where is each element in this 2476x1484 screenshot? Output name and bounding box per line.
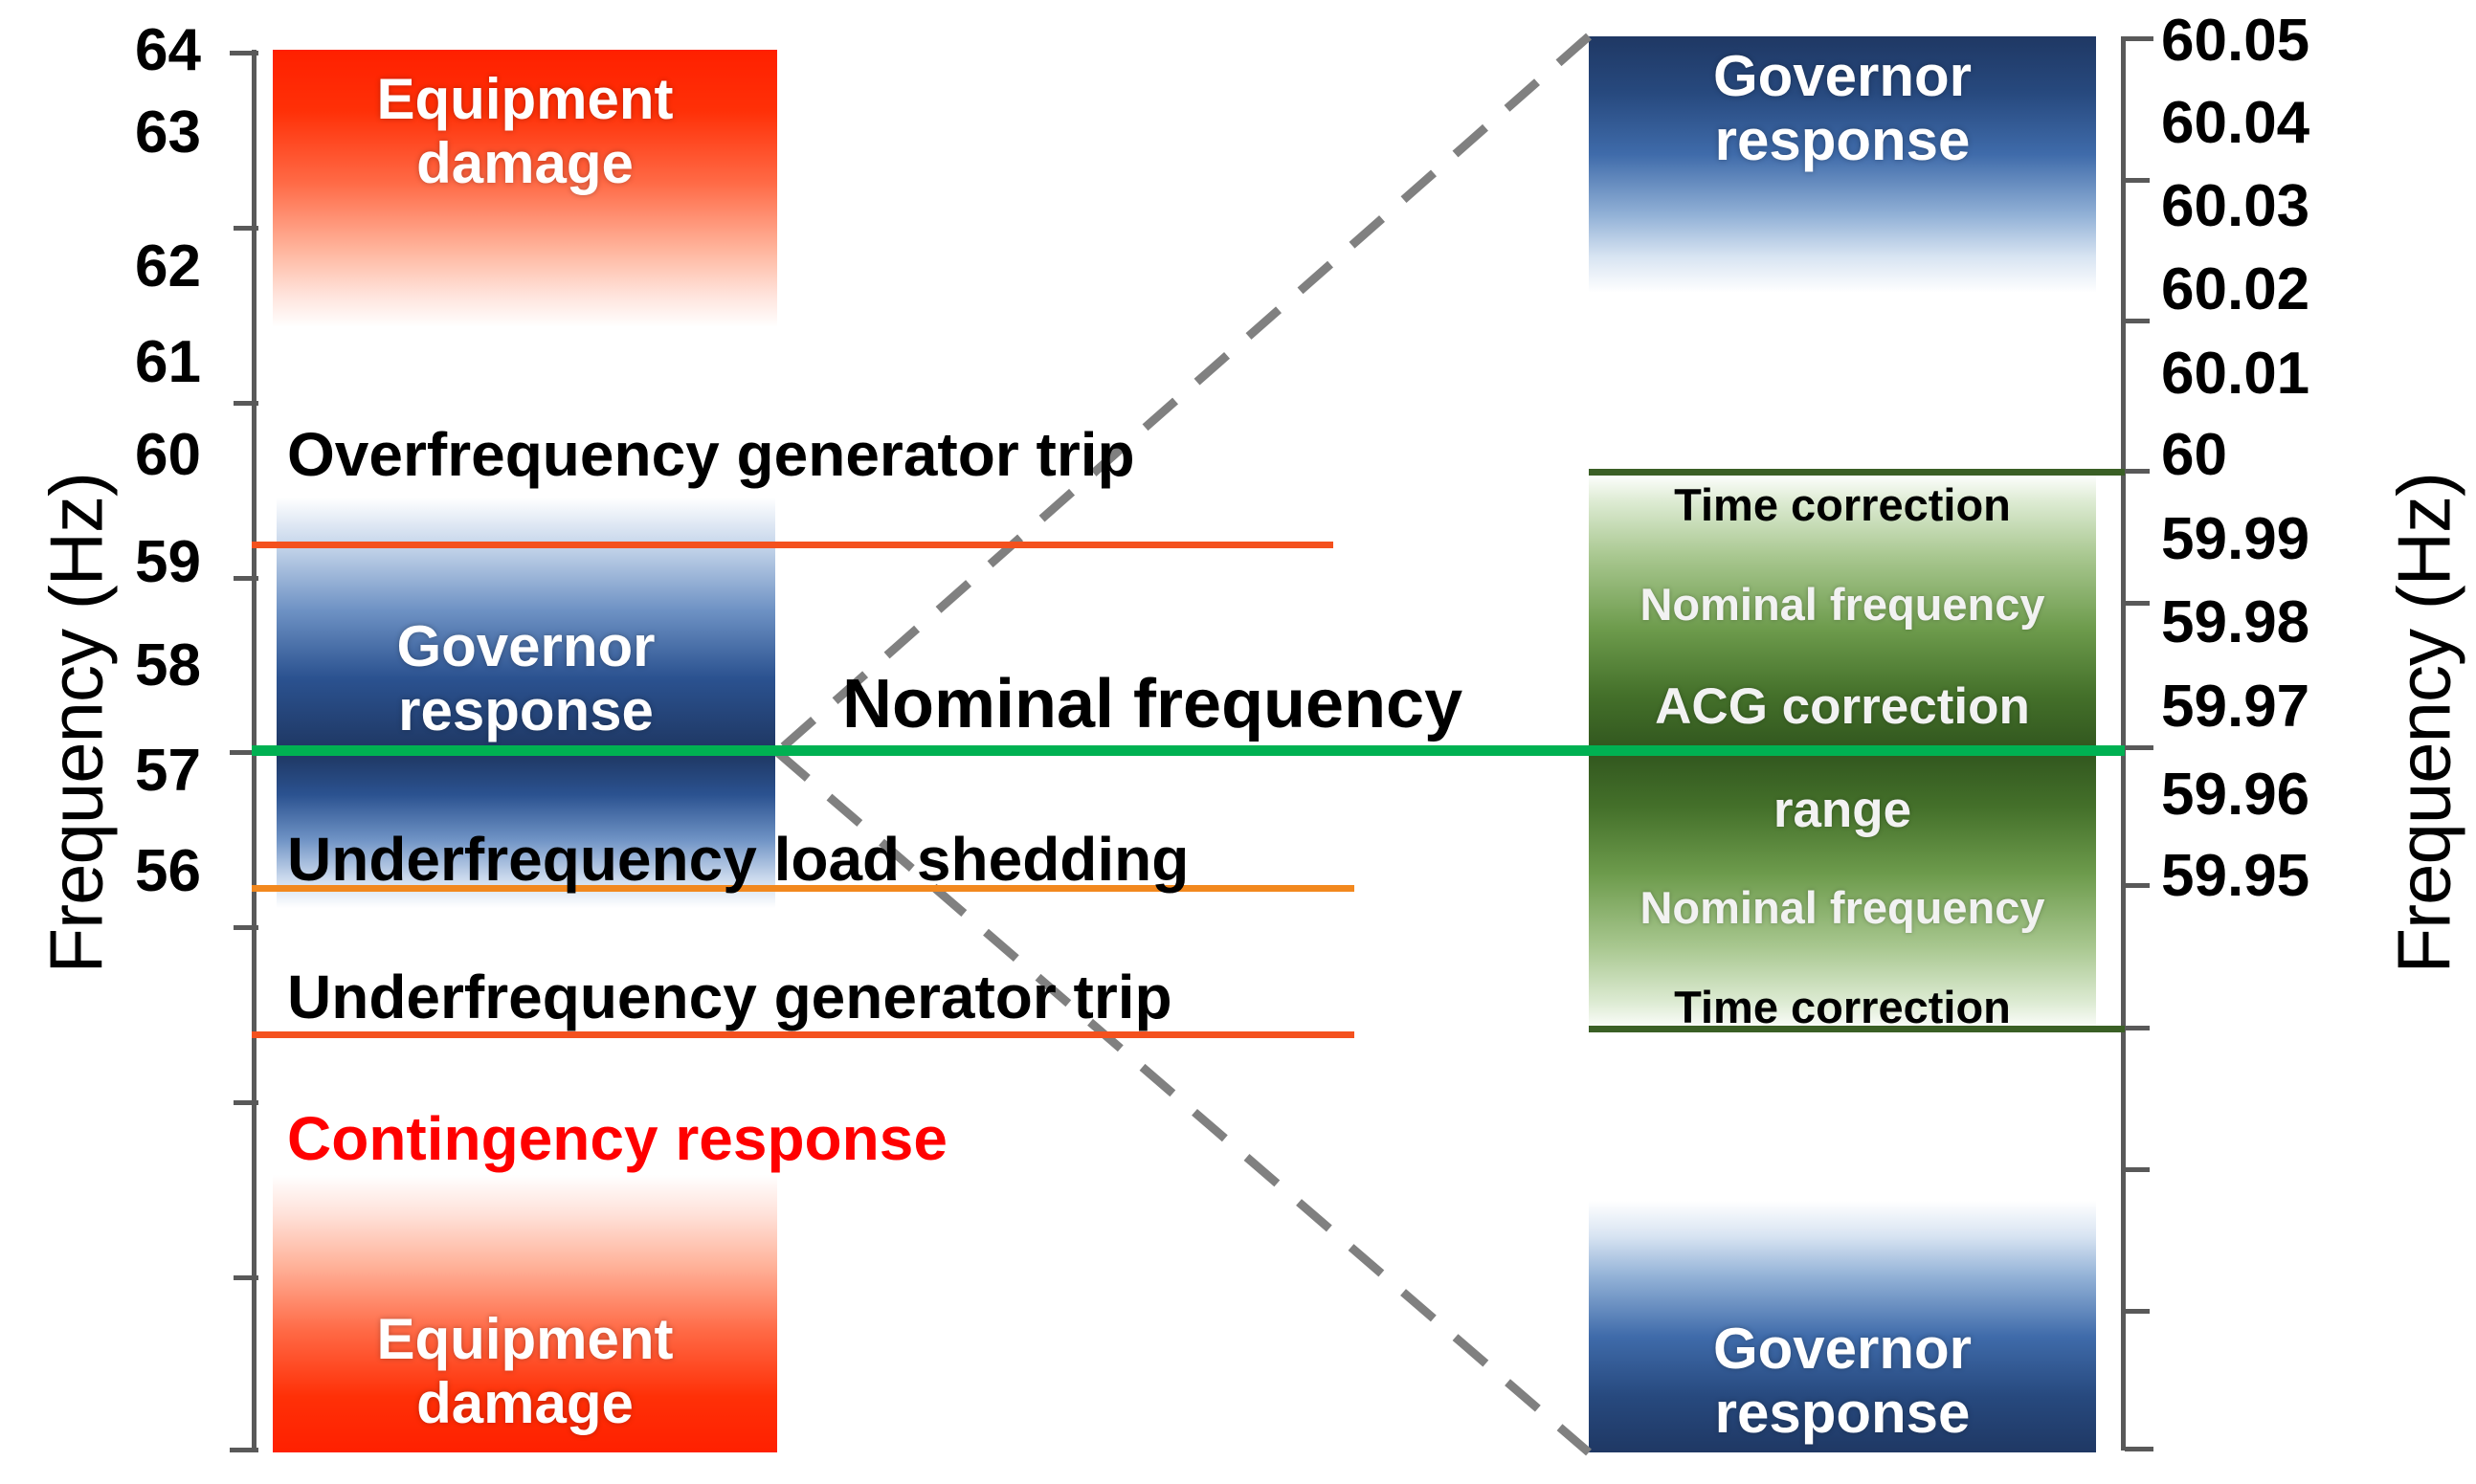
band-equipment-damage-low: Equipment damage <box>273 1175 777 1452</box>
green-row-acg-correction: ACG correction <box>1655 678 2030 735</box>
right-tick-59-96 <box>2125 1309 2150 1314</box>
connector-line-top <box>774 33 1592 756</box>
green-row-nominal-frequency-bottom: Nominal frequency <box>1640 882 2045 933</box>
line-time-correction-upper <box>1589 469 2125 476</box>
line-time-correction-lower <box>1589 1026 2125 1032</box>
left-tick-label-64: 64 <box>135 17 201 83</box>
right-axis-spine <box>2121 36 2126 1451</box>
right-tick-label-59-97: 59.97 <box>2161 674 2310 740</box>
green-row-range: range <box>1773 782 1912 838</box>
band-governor-response-low-zoom: Governor response <box>1589 1201 2096 1452</box>
label-contingency-response: Contingency response <box>287 1104 948 1173</box>
left-tick-label-61: 61 <box>135 329 201 395</box>
right-axis-title: Frequency (Hz) <box>2381 473 2466 974</box>
left-tick-62 <box>234 401 258 406</box>
left-tick-label-63: 63 <box>135 100 201 166</box>
band-label-line1: Equipment <box>376 67 674 131</box>
left-tick-61 <box>234 576 258 581</box>
band-label-line1: Equipment <box>376 1306 674 1371</box>
line-nominal-frequency <box>252 745 2125 756</box>
left-tick-63 <box>234 226 258 231</box>
left-tick-57 <box>234 1275 258 1280</box>
line-overfrequency-generator-trip <box>252 542 1333 548</box>
right-tick-label-59-95: 59.95 <box>2161 843 2310 909</box>
left-tick-64 <box>230 51 258 55</box>
band-governor-response-high-zoom: Governor response <box>1589 36 2096 293</box>
right-tick-label-59-96: 59.96 <box>2161 762 2310 828</box>
left-tick-label-62: 62 <box>135 233 201 299</box>
right-tick-label-59-98: 59.98 <box>2161 589 2310 655</box>
right-tick-60-03 <box>2125 319 2150 323</box>
right-tick-59-99 <box>2125 883 2150 888</box>
green-row-time-correction-top: Time correction <box>1674 479 2011 530</box>
band-time-correction-lower <box>1589 751 2096 1030</box>
right-tick-label-60-03: 60.03 <box>2161 173 2310 239</box>
band-label-line2: damage <box>416 1370 634 1435</box>
band-label-line1: Governor <box>1712 44 1973 108</box>
band-label-line2: response <box>1714 1380 1971 1445</box>
right-tick-label-60-02: 60.02 <box>2161 256 2310 322</box>
left-tick-label-60: 60 <box>135 422 201 488</box>
left-tick-label-56: 56 <box>135 838 201 904</box>
band-label-line2: damage <box>416 131 634 196</box>
right-tick-60-05 <box>2125 36 2153 41</box>
green-row-nominal-frequency-top: Nominal frequency <box>1640 579 2045 630</box>
label-underfrequency-load-shedding: Underfrequency load shedding <box>287 825 1190 894</box>
band-label-line1: Governor <box>396 613 656 678</box>
left-tick-label-59: 59 <box>135 529 201 595</box>
right-tick-60-02 <box>2125 469 2150 474</box>
right-tick-label-60: 60 <box>2161 422 2227 488</box>
label-nominal-frequency: Nominal frequency <box>842 666 1463 742</box>
left-tick-56 <box>230 1448 258 1452</box>
label-underfrequency-generator-trip: Underfrequency generator trip <box>287 963 1172 1031</box>
label-overfrequency-generator-trip: Overfrequency generator trip <box>287 420 1135 489</box>
right-tick-59-98 <box>2125 1026 2150 1030</box>
band-label-line2: response <box>398 677 654 742</box>
left-tick-58 <box>234 1100 258 1105</box>
band-governor-response-high: Governor response <box>277 498 775 748</box>
right-tick-59-95 <box>2125 1447 2153 1451</box>
band-time-correction-upper <box>1589 474 2096 751</box>
right-tick-60-04 <box>2125 178 2150 183</box>
band-label-line2: response <box>1714 108 1971 173</box>
left-tick-label-58: 58 <box>135 632 201 698</box>
left-tick-label-57: 57 <box>135 738 201 804</box>
line-underfrequency-load-shedding <box>252 885 1354 892</box>
right-tick-label-59-99: 59.99 <box>2161 506 2310 572</box>
right-tick-60-01 <box>2125 601 2150 606</box>
band-equipment-damage-high: Equipment damage <box>273 50 777 327</box>
band-governor-response-low <box>277 755 775 908</box>
right-tick-label-60-01: 60.01 <box>2161 341 2310 407</box>
right-tick-label-60-04: 60.04 <box>2161 90 2310 156</box>
right-tick-label-60-05: 60.05 <box>2161 8 2310 74</box>
right-tick-59-97 <box>2125 1167 2150 1172</box>
left-tick-60 <box>230 750 258 755</box>
right-tick-60 <box>2125 745 2153 750</box>
line-underfrequency-generator-trip <box>252 1031 1354 1038</box>
green-row-time-correction-bottom: Time correction <box>1674 982 2011 1032</box>
left-tick-59 <box>234 925 258 930</box>
band-label-line1: Governor <box>1712 1316 1973 1381</box>
